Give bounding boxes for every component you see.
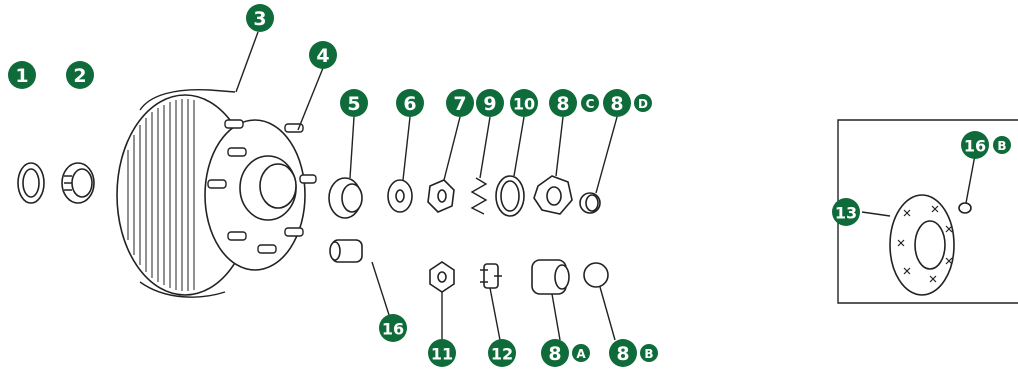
callout-12: 12 <box>488 339 516 367</box>
part-1-bearing-cup <box>17 162 45 204</box>
svg-text:A: A <box>576 347 586 361</box>
part-3-hub-drum <box>116 88 317 298</box>
part-16b-plug <box>958 202 972 214</box>
part-9-cotter-pin <box>470 177 488 215</box>
part-12-retainer <box>480 263 502 289</box>
callout-13: 13 <box>832 198 860 226</box>
callout-5: 5 <box>340 89 368 117</box>
svg-text:C: C <box>586 97 595 111</box>
callout-16b: 16 B <box>961 131 1011 159</box>
svg-text:5: 5 <box>347 93 360 115</box>
part-8c-cap <box>533 175 573 215</box>
svg-text:13: 13 <box>835 204 857 223</box>
part-5-outer-bearing <box>328 177 363 219</box>
svg-text:16: 16 <box>382 320 404 339</box>
part-6-washer <box>387 179 413 213</box>
svg-text:3: 3 <box>253 8 266 30</box>
callout-8b: 8 B <box>609 339 658 367</box>
svg-text:4: 4 <box>316 45 329 67</box>
svg-text:8: 8 <box>616 343 629 365</box>
svg-text:B: B <box>997 139 1006 153</box>
callout-6: 6 <box>396 89 424 117</box>
part-8b-rubber-plug <box>583 262 609 288</box>
part-2-bearing-cone <box>61 162 95 204</box>
svg-text:D: D <box>638 97 648 111</box>
part-10-seal-ring <box>495 175 525 217</box>
part-13-flange <box>889 194 955 296</box>
svg-text:8: 8 <box>556 93 569 115</box>
callout-4: 4 <box>309 41 337 69</box>
callout-8a: 8 A <box>541 339 590 367</box>
svg-text:6: 6 <box>403 93 416 115</box>
svg-text:B: B <box>644 347 653 361</box>
callout-2: 2 <box>66 61 94 89</box>
callout-10: 10 <box>510 89 538 117</box>
callout-8d: 8 D <box>603 89 652 117</box>
svg-text:12: 12 <box>491 345 513 364</box>
svg-text:16: 16 <box>964 137 986 156</box>
callout-1: 1 <box>8 61 36 89</box>
part-8a-grease-cap <box>531 259 570 295</box>
svg-text:11: 11 <box>431 345 453 364</box>
part-8d-plug <box>579 192 601 214</box>
callout-11: 11 <box>428 339 456 367</box>
callout-8c: 8 C <box>549 89 599 117</box>
svg-text:10: 10 <box>513 95 535 114</box>
callout-3: 3 <box>246 4 274 32</box>
callout-16: 16 <box>379 314 407 342</box>
part-7-nut <box>427 179 455 213</box>
svg-text:8: 8 <box>548 343 561 365</box>
svg-text:8: 8 <box>610 93 623 115</box>
callout-7: 7 <box>446 89 474 117</box>
svg-text:1: 1 <box>15 65 28 87</box>
svg-text:7: 7 <box>453 93 466 115</box>
callout-9: 9 <box>476 89 504 117</box>
leader-lines <box>235 31 976 341</box>
part-16-lug-nut <box>329 239 363 263</box>
svg-text:2: 2 <box>73 65 86 87</box>
svg-text:9: 9 <box>483 93 496 115</box>
part-11-nut <box>429 261 455 293</box>
